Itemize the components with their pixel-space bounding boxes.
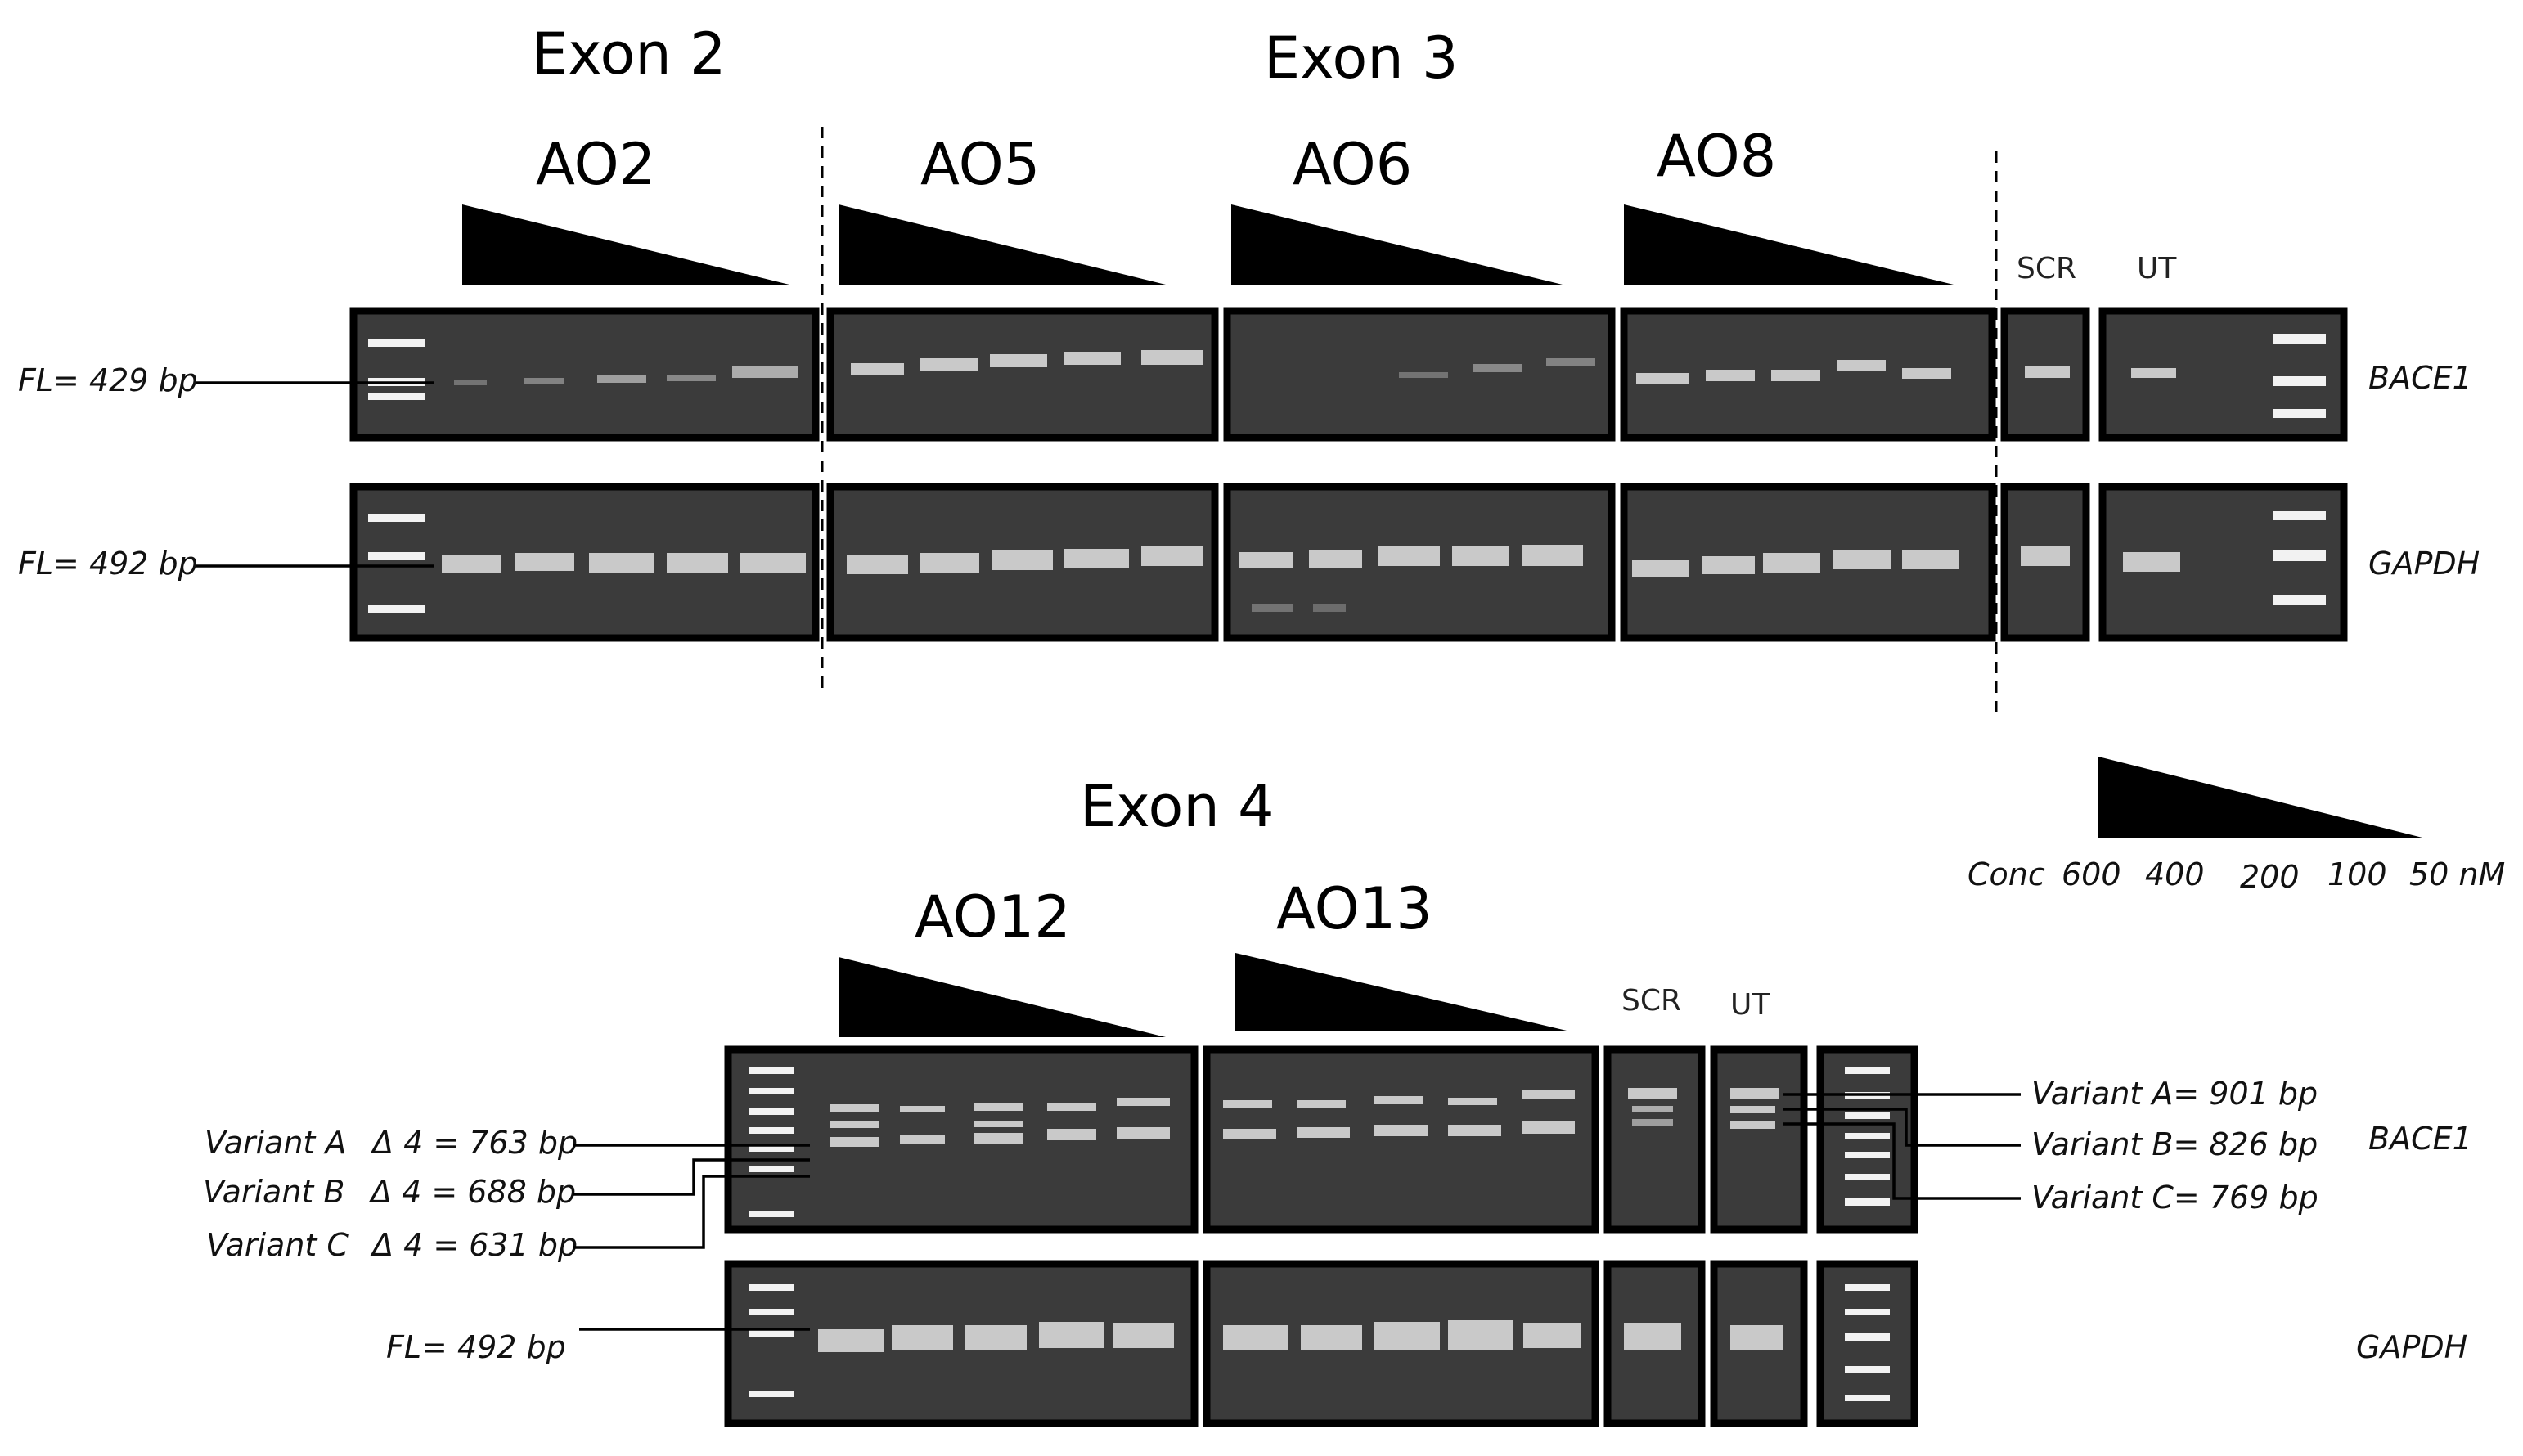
- gel-box-ao2-gapdh: [349, 483, 820, 642]
- conc-legend-200: 200: [2240, 859, 2300, 895]
- gene-label-bace1-top: BACE1: [2368, 360, 2472, 396]
- variant-c-left-delta: Δ 4 = 631 bp: [370, 1227, 578, 1263]
- variant-b-left-delta: Δ 4 = 688 bp: [368, 1174, 576, 1210]
- conc-wedge-ao5: [839, 204, 1166, 285]
- gene-label-gapdh-top: GAPDH: [2368, 546, 2480, 582]
- conc-wedge-ao13: [1235, 953, 1567, 1031]
- variant-a-left-name: Variant A: [205, 1125, 346, 1161]
- top-gapdh-gel-row: [349, 483, 2348, 642]
- top-bace1-gel-row: [349, 307, 2348, 442]
- bottom-bace1-gel-row: [724, 1045, 1918, 1234]
- ao2-label: AO2: [536, 131, 655, 198]
- fl-429-label: FL= 429 bp: [18, 362, 198, 398]
- variant-c-left-name: Variant C: [206, 1227, 349, 1263]
- variant-c-right-leader: [1783, 1122, 2021, 1200]
- exon2-label: Exon 2: [532, 20, 726, 88]
- exon4-label: Exon 4: [1080, 773, 1274, 840]
- gel-box-ut-bace1-bottom: [1710, 1045, 1808, 1234]
- conc-legend-50: 50 nM: [2409, 856, 2505, 892]
- variant-c-right-label: Variant C= 769 bp: [2031, 1180, 2318, 1216]
- ao8-label: AO8: [1657, 123, 1776, 190]
- scr-label-top: SCR: [2017, 252, 2076, 285]
- ut-label-bottom: UT: [1730, 988, 1770, 1022]
- conc-legend-400: 400: [2145, 856, 2205, 892]
- ao5-label: AO5: [920, 131, 1040, 198]
- variant-b-right-leader: [1783, 1108, 2021, 1147]
- variant-a-left-delta: Δ 4 = 763 bp: [370, 1125, 578, 1161]
- exon3-label: Exon 3: [1264, 25, 1458, 92]
- conc-legend-600: 600: [2062, 856, 2121, 892]
- variant-b-left-name: Variant B: [203, 1174, 344, 1210]
- conc-wedge-ao12: [839, 957, 1166, 1037]
- gel-box-scr-bace1-bottom: [1603, 1045, 1706, 1234]
- ao6-label: AO6: [1293, 131, 1412, 198]
- conc-legend-wedge: [2098, 757, 2426, 838]
- conc-legend-100: 100: [2327, 856, 2387, 892]
- gel-box-ao13-bace1: [1203, 1045, 1599, 1234]
- fl-492-label-bottom: FL= 492 bp: [386, 1329, 566, 1365]
- gel-box-ao12-bace1: [724, 1045, 1199, 1234]
- gel-box-ao6-bace1: [1223, 307, 1616, 442]
- variant-a-right-label: Variant A= 901 bp: [2031, 1076, 2318, 1112]
- conc-wedge-ao2: [462, 204, 789, 285]
- conc-legend-label: Conc: [1968, 856, 2045, 892]
- bottom-gapdh-gel-row: [724, 1260, 1918, 1427]
- conc-wedge-ao6: [1231, 204, 1563, 285]
- fl-492-label-top: FL= 492 bp: [18, 546, 198, 582]
- ut-label-top: UT: [2137, 252, 2177, 285]
- variant-b-right-label: Variant B= 826 bp: [2031, 1126, 2318, 1162]
- variant-b-left-leader: [573, 1158, 810, 1196]
- variant-c-left-leader: [573, 1175, 810, 1249]
- gene-label-gapdh-bottom: GAPDH: [2356, 1329, 2467, 1365]
- ao13-label: AO13: [1276, 875, 1432, 942]
- gene-label-bace1-bottom: BACE1: [2368, 1121, 2472, 1157]
- scr-label-bottom: SCR: [1621, 984, 1681, 1018]
- ao12-label: AO12: [915, 883, 1071, 950]
- conc-wedge-ao8: [1624, 204, 1954, 285]
